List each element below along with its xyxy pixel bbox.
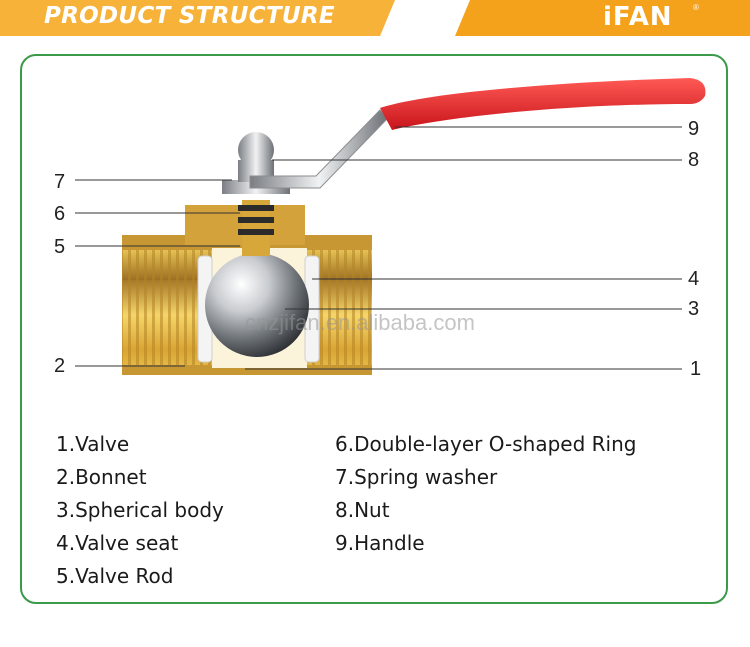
callout-6: 6 [54,203,66,225]
callout-4: 4 [688,268,700,290]
callout-8: 8 [688,149,700,171]
header-banner: PRODUCT STRUCTURE iFAN ® [0,0,750,36]
watermark: cnzjifan.en.alibaba.com [245,310,475,335]
header-background [0,0,750,36]
spherical-body [205,253,309,357]
legend-item-spring-washer: 7.Spring washer [335,465,498,489]
callout-1: 1 [690,358,702,380]
legend-item-valve-seat: 4.Valve seat [56,531,179,555]
registered-mark: ® [693,3,699,12]
legend-item-nut: 8.Nut [335,498,390,522]
legend-item-valve: 1.Valve [56,432,130,456]
legend-item-o-ring: 6.Double-layer O-shaped Ring [335,432,637,456]
callout-9: 9 [688,118,700,140]
content-panel [20,54,728,604]
callout-5: 5 [54,236,66,258]
legend-item-handle: 9.Handle [335,531,425,555]
callout-7: 7 [54,171,66,193]
callout-2: 2 [54,355,66,377]
handle [249,78,706,189]
page-title: PRODUCT STRUCTURE [44,3,335,29]
legend-item-bonnet: 2.Bonnet [56,465,147,489]
brand-logo: iFAN [603,2,673,32]
callout-lines [75,126,682,370]
callout-3: 3 [688,298,700,320]
valve-rod [238,200,274,256]
legend-item-spherical-body: 3.Spherical body [56,498,224,522]
valve-diagram [75,78,706,375]
legend-item-valve-rod: 5.Valve Rod [56,564,174,588]
